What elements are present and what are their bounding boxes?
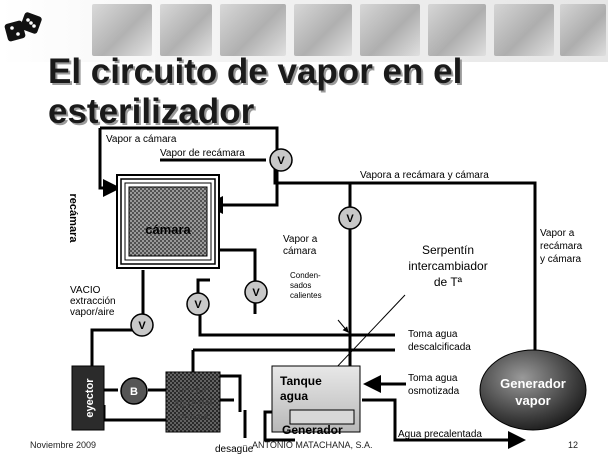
svg-text:Generador: Generador (500, 376, 566, 391)
valve-condensados: V (244, 280, 268, 304)
svg-text:Generador: Generador (282, 423, 343, 437)
chamber-label: cámara (145, 222, 191, 237)
pipe-camara-out (208, 248, 257, 283)
svg-text:Tanque: Tanque (280, 374, 322, 388)
valve-vapor-recamara: V (269, 148, 293, 172)
label-vacio-3: vapor/aire (70, 307, 115, 318)
pipe-vapor-camara-left (98, 128, 121, 197)
label-toma-descalcificada-2: descalcificada (408, 342, 471, 353)
ejector: eyector (71, 365, 105, 431)
banner-photo (560, 4, 606, 56)
footer-date: Noviembre 2009 (30, 440, 97, 450)
svg-text:agua del: agua del (174, 398, 212, 409)
label-vapor-derecha: Vapor a (540, 228, 575, 239)
banner-photo (494, 4, 554, 56)
water-tank: Tanque agua Generador (271, 365, 361, 437)
label-condensados-3: calientes (290, 291, 322, 300)
footer-company: ANTONIO MATACHANA, S.A. (252, 440, 373, 450)
banner-photo (428, 4, 486, 56)
pipe-vacio-to-ejector (90, 328, 120, 366)
sterilizer-chamber: cámara (116, 174, 220, 269)
valve-vacio: V (130, 313, 154, 337)
pipe-main-steam (273, 160, 537, 362)
label-vapor-a-camara: Vapor a (283, 234, 318, 245)
label-serpentin: Serpentín (422, 243, 474, 257)
label-condensados: Conden- (290, 271, 321, 280)
recamara-label: recámara (67, 194, 79, 244)
banner-photo (294, 4, 352, 56)
label-serpentin-2: intercambiador (408, 259, 487, 273)
svg-text:Tanque: Tanque (177, 385, 210, 396)
label-toma-descalcificada: Toma agua (408, 329, 458, 340)
label-vapor-camara: Vapor a cámara (106, 134, 177, 145)
label-vacio-2: extracción (70, 296, 116, 307)
label-desague: desagüe (215, 444, 254, 455)
pipe-ejector-return (102, 405, 166, 422)
svg-text:V: V (194, 299, 202, 311)
pipe-condensados-2 (198, 314, 395, 337)
label-serpentin-3: de Tª (434, 275, 463, 289)
header-banner (0, 0, 608, 62)
banner-photo (220, 4, 286, 56)
pipe-tank-right (220, 374, 242, 412)
label-vapora-recamara-camara: Vapora a recámara y cámara (360, 170, 489, 181)
label-toma-osmotizada: Toma agua (408, 373, 458, 384)
title-line-2: esterilizador (48, 92, 255, 131)
slide-title: El circuito de vapor en el esterilizador (48, 52, 462, 132)
label-vacio: VACIO (70, 285, 101, 296)
label-vapor-a-camara-2: cámara (283, 246, 317, 257)
svg-text:B: B (130, 386, 138, 398)
steam-generator: Generador vapor (479, 349, 587, 431)
svg-text:V: V (346, 213, 354, 225)
label-toma-osmotizada-2: osmotizada (408, 386, 460, 397)
label-vapor-derecha-2: recámara (540, 241, 583, 252)
svg-text:vapor: vapor (515, 393, 550, 408)
svg-text:eyector: eyector (84, 378, 96, 418)
valve-camara-drain: V (186, 292, 210, 316)
label-agua-precalentada: Agua precalentada (398, 429, 482, 440)
svg-text:V: V (252, 287, 260, 299)
pump-b: B (120, 377, 148, 405)
banner-photo (360, 4, 420, 56)
valve-main-column: V (338, 206, 362, 230)
title-line-1: El circuito de vapor en el (48, 52, 463, 91)
banner-photo (160, 4, 212, 56)
footer-page-number: 12 (568, 440, 579, 450)
label-vapor-derecha-3: y cámara (540, 254, 582, 265)
pipe-precalentada-top (362, 398, 526, 449)
label-vapor-recamara: Vapor de recámara (160, 148, 245, 159)
flow-labels: Vapor a cámara Vapor de recámara Vapora … (70, 134, 583, 455)
dice-logo-icon (4, 12, 42, 42)
ejector-tank: Tanque agua del eyector (165, 371, 221, 433)
svg-text:agua: agua (280, 389, 308, 403)
serpentin-box (289, 409, 355, 425)
svg-text:V: V (138, 320, 146, 332)
condensados-arrow (337, 319, 349, 333)
svg-text:V: V (277, 155, 285, 167)
svg-text:eyector: eyector (177, 411, 210, 422)
banner-photo (92, 4, 152, 56)
label-condensados-2: sados (290, 281, 311, 290)
